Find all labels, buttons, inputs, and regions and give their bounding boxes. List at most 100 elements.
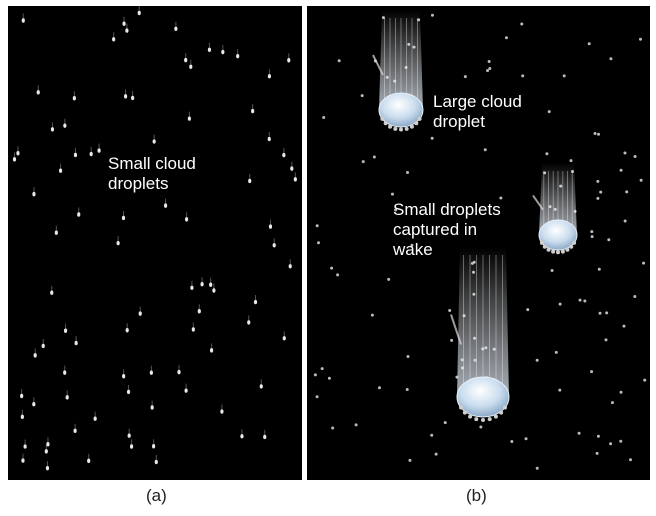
small-droplet [590, 235, 594, 239]
small-droplet [583, 299, 587, 303]
small-droplet [628, 458, 632, 462]
small-droplet [73, 428, 77, 433]
small-droplet [313, 373, 317, 377]
small-droplet [93, 416, 97, 421]
small-droplet [50, 127, 55, 132]
small-droplet [430, 433, 434, 437]
small-droplet [152, 444, 156, 449]
small-droplet [293, 177, 297, 182]
small-droplet [619, 390, 623, 394]
small-droplet [212, 288, 216, 293]
small-droplet [597, 132, 601, 136]
small-droplet [521, 74, 525, 78]
small-droplet [578, 298, 582, 302]
small-droplet [499, 196, 503, 200]
captured-droplet [414, 121, 419, 126]
small-droplet [487, 60, 491, 64]
small-droplet [58, 168, 63, 173]
small-droplet [430, 136, 434, 140]
panel-b-large-droplets: Large cloud droplet Small droplets captu… [307, 6, 650, 480]
small-droplet [288, 264, 292, 269]
captured-droplet [551, 249, 556, 254]
small-droplet [174, 26, 178, 31]
small-droplet [263, 434, 267, 440]
small-droplet [609, 57, 613, 61]
small-droplet [236, 53, 240, 59]
small-droplet [209, 348, 214, 353]
droplet-wake [379, 10, 423, 110]
small-droplet [408, 458, 412, 462]
small-droplet [360, 94, 364, 98]
small-droplet [272, 243, 276, 248]
small-droplet [450, 338, 454, 342]
small-droplet [330, 266, 334, 270]
small-droplet [463, 75, 467, 79]
inflow-streak [450, 314, 462, 345]
captured-droplet [487, 417, 492, 422]
small-droplet [267, 74, 272, 79]
small-droplet [138, 311, 142, 316]
captured-droplet [388, 124, 393, 129]
small-droplet [597, 267, 601, 271]
small-droplet [410, 243, 414, 247]
small-droplet [622, 324, 626, 328]
small-droplet [623, 151, 627, 155]
small-droplet [327, 376, 331, 380]
small-droplet [448, 308, 452, 312]
small-droplet [535, 466, 539, 470]
small-droplet [406, 170, 410, 174]
small-droplet [390, 192, 394, 196]
small-droplet [577, 431, 581, 435]
small-droplet [317, 241, 321, 245]
small-droplet [32, 402, 36, 407]
captured-droplet [404, 126, 409, 131]
captured-droplet [565, 247, 570, 252]
small-droplet [434, 452, 438, 456]
small-droplet [370, 313, 374, 317]
small-droplet [21, 458, 25, 463]
small-droplet [554, 350, 558, 354]
captured-droplet [539, 240, 544, 245]
small-droplet [587, 42, 591, 46]
small-droplet [524, 437, 528, 441]
small-droplet [123, 94, 128, 99]
small-droplet [177, 369, 181, 375]
small-droplet [251, 108, 255, 114]
small-droplet [483, 148, 487, 152]
small-droplet [520, 22, 524, 26]
small-droplet [87, 458, 91, 464]
small-droplet [562, 74, 566, 78]
small-droplet [72, 96, 76, 101]
small-droplet [337, 59, 341, 63]
small-droplet [633, 155, 637, 159]
small-droplet [430, 13, 434, 17]
captured-droplet [409, 124, 414, 129]
small-droplet [154, 459, 158, 465]
small-droplet [116, 240, 120, 246]
small-droplet [590, 370, 594, 374]
small-droplet [36, 90, 40, 95]
small-droplet [609, 442, 613, 446]
small-droplet [125, 328, 129, 333]
small-droplet [131, 95, 135, 101]
small-droplet [639, 178, 643, 182]
small-droplet [122, 21, 126, 26]
small-droplet [610, 401, 614, 405]
small-droplet [593, 131, 597, 135]
small-droplet [322, 115, 326, 119]
small-droplet [150, 405, 154, 410]
small-droplet [504, 36, 508, 40]
small-droplet [190, 285, 194, 290]
small-droplet [605, 311, 609, 315]
small-droplet [45, 465, 50, 471]
captured-droplet [556, 250, 560, 255]
small-droplet [545, 152, 549, 156]
small-droplet [642, 261, 646, 265]
small-droplet [486, 69, 490, 73]
small-droplet [282, 152, 286, 158]
captured-droplet [462, 410, 467, 415]
large-cloud-droplet [456, 376, 510, 418]
small-droplet [74, 340, 78, 346]
small-droplet [287, 58, 291, 63]
small-droplet [595, 451, 599, 455]
